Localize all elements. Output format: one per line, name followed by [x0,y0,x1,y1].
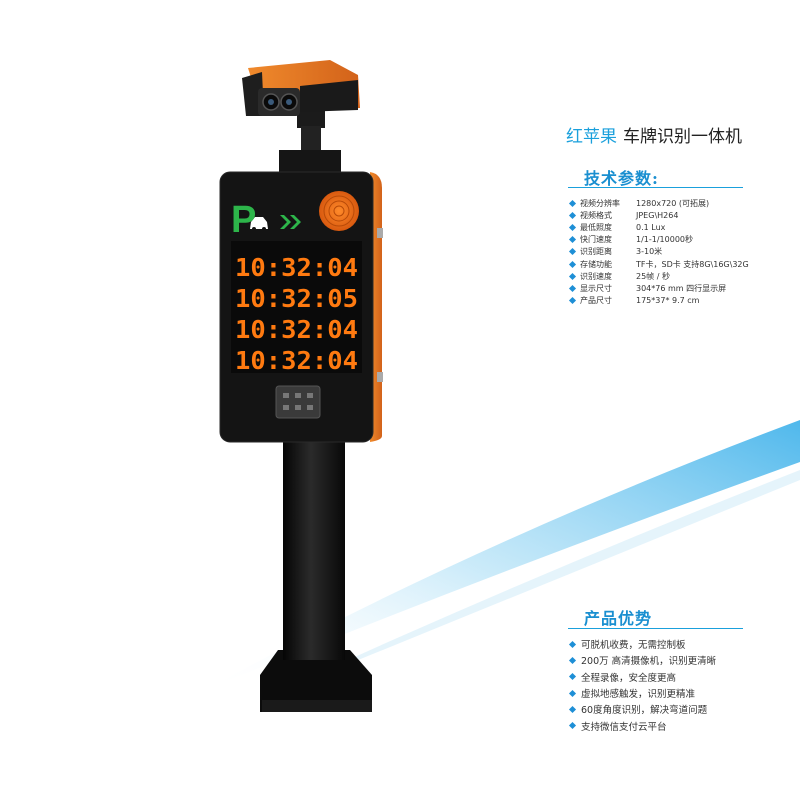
diamond-bullet-icon [568,272,577,280]
diamond-bullet-icon [568,248,577,256]
product-heading: 红苹果车牌识别一体机 [566,122,742,147]
product-name: 车牌识别一体机 [623,127,742,147]
list-item: 虚拟地感触发，识别更精准 [568,685,793,701]
advantages-title: 产品优势 [584,609,653,628]
keypad-icon [275,385,321,419]
list-item: 60度角度识别，解决弯道问题 [568,701,793,717]
diamond-bullet-icon [568,199,577,207]
car-icon [250,217,268,231]
brand-name: 红苹果 [566,127,617,147]
diamond-bullet-icon [568,689,577,697]
diamond-bullet-icon [568,640,577,648]
led-line-4: 10:32:04 [235,346,358,375]
led-line-1: 10:32:04 [235,253,358,282]
led-line-2: 10:32:05 [235,284,358,313]
diamond-bullet-icon [568,284,577,292]
list-item: 支持微信支付云平台 [568,717,793,733]
speaker-icon [319,191,359,231]
specs-divider [568,187,743,188]
diamond-bullet-icon [568,297,577,305]
led-line-3: 10:32:04 [235,315,358,344]
diamond-bullet-icon [568,656,577,664]
led-panel [231,241,362,373]
specs-title: 技术参数: [584,169,659,188]
diamond-bullet-icon [568,236,577,244]
parking-sign-letter: P [231,199,256,241]
diamond-bullet-icon [568,705,577,713]
diamond-bullet-icon [568,260,577,268]
diamond-bullet-icon [568,223,577,232]
diamond-bullet-icon [568,673,577,681]
list-item: 全程录像，安全度更高 [568,669,793,685]
diamond-bullet-icon [568,722,577,730]
direction-arrows-icon [280,215,301,229]
list-item: 可脱机收费，无需控制板 [568,636,793,652]
advantages-divider [568,628,743,629]
diamond-bullet-icon [568,211,577,219]
advantage-list: 可脱机收费，无需控制板 200万 高清摄像机，识别更清晰 全程录像，安全度更高 … [568,636,793,734]
list-item: 200万 高清摄像机，识别更清晰 [568,652,793,668]
